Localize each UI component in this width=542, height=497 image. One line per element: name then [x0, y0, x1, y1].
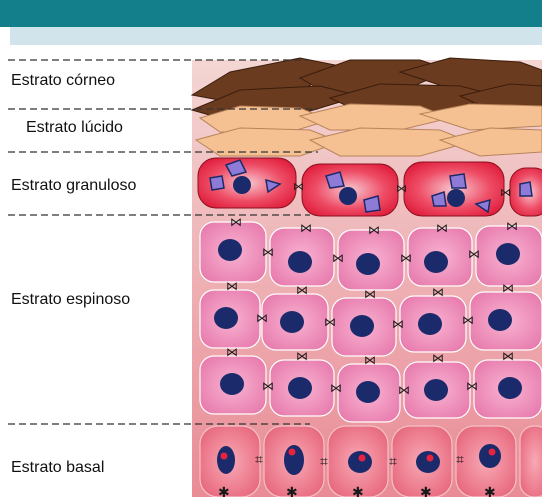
svg-text:⋈: ⋈: [432, 351, 444, 365]
svg-text:⋈: ⋈: [256, 311, 268, 325]
svg-text:⋈: ⋈: [400, 251, 412, 265]
svg-text:⌗: ⌗: [320, 453, 328, 469]
svg-text:✱: ✱: [420, 484, 432, 497]
svg-text:⋈: ⋈: [296, 349, 308, 363]
svg-text:⋈: ⋈: [462, 313, 474, 327]
layer-lucido: [196, 104, 542, 156]
svg-text:⋈: ⋈: [506, 219, 518, 233]
svg-text:⋈: ⋈: [296, 283, 308, 297]
svg-text:⋈: ⋈: [468, 247, 480, 261]
svg-text:⋈: ⋈: [368, 223, 380, 237]
label-estrato-basal: Estrato basal: [11, 459, 104, 477]
svg-text:✱: ✱: [484, 484, 496, 497]
svg-text:⋈: ⋈: [502, 281, 514, 295]
svg-text:⋈: ⋈: [436, 221, 448, 235]
svg-text:⋈: ⋈: [262, 245, 274, 259]
label-estrato-granuloso: Estrato granuloso: [11, 177, 136, 195]
label-estrato-lucido: Estrato lúcido: [26, 119, 123, 137]
svg-text:⋈: ⋈: [330, 381, 342, 395]
svg-text:⌗: ⌗: [389, 453, 397, 469]
svg-text:⋈: ⋈: [392, 317, 404, 331]
svg-text:⋈: ⋈: [324, 315, 336, 329]
svg-text:✱: ✱: [352, 484, 364, 497]
svg-text:⋈: ⋈: [230, 215, 242, 229]
label-estrato-espinoso: Estrato espinoso: [11, 291, 130, 309]
svg-text:⋈: ⋈: [226, 279, 238, 293]
layer-granuloso: ⋈ ⋈ ⋈: [198, 158, 542, 216]
svg-text:⋈: ⋈: [226, 345, 238, 359]
svg-text:✱: ✱: [286, 484, 298, 497]
svg-text:⋈: ⋈: [262, 379, 274, 393]
label-estrato-corneo: Estrato córneo: [11, 72, 115, 90]
svg-text:⋈: ⋈: [396, 183, 407, 195]
svg-text:⋈: ⋈: [364, 287, 376, 301]
layer-basal: ✱ ✱ ✱ ✱ ✱ ⌗ ⌗ ⌗ ⌗: [200, 426, 542, 497]
svg-text:⋈: ⋈: [300, 221, 312, 235]
svg-text:⋈: ⋈: [500, 187, 511, 199]
layer-espinoso: ⋈ ⋈ ⋈ ⋈ ⋈ ⋈ ⋈ ⋈ ⋈ ⋈ ⋈ ⋈ ⋈ ⋈ ⋈ ⋈ ⋈ ⋈ ⋈ ⋈ ⋈ ⋈ ⋈ ⋈ ⋈ ⋈ ⋈: [200, 215, 542, 422]
svg-text:⋈: ⋈: [432, 285, 444, 299]
svg-text:⋈: ⋈: [293, 181, 304, 193]
svg-text:⌗: ⌗: [255, 451, 263, 467]
svg-text:⋈: ⋈: [466, 379, 478, 393]
svg-text:✱: ✱: [218, 484, 230, 497]
svg-text:⋈: ⋈: [364, 353, 376, 367]
svg-text:⌗: ⌗: [456, 451, 464, 467]
svg-text:⋈: ⋈: [398, 383, 410, 397]
svg-text:⋈: ⋈: [502, 349, 514, 363]
svg-text:⋈: ⋈: [332, 251, 344, 265]
